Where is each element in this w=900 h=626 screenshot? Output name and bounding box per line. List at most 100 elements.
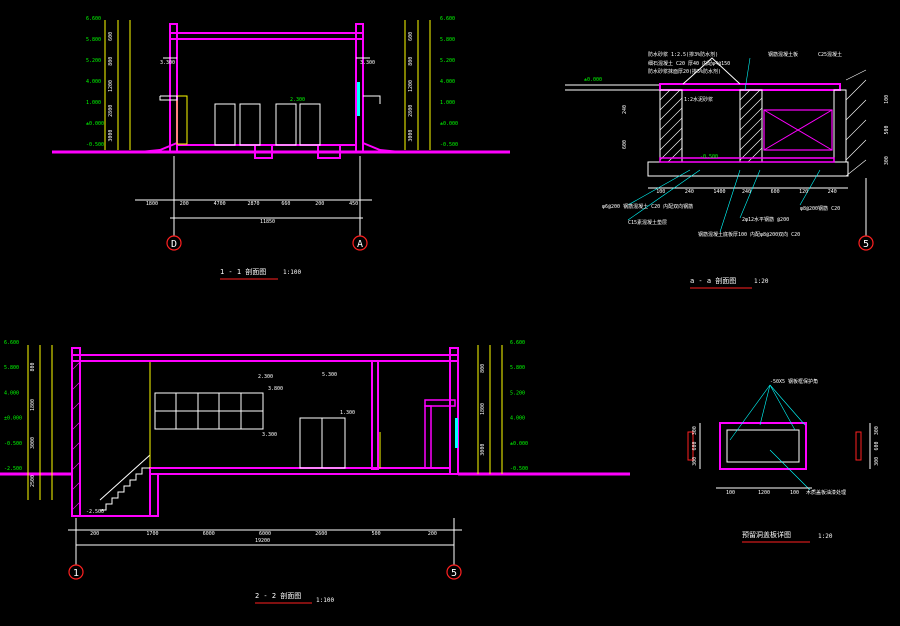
a-note-9: 2φ12水平钢筋 @200 <box>742 216 789 223</box>
s2-axis-bubble-1 <box>68 564 84 580</box>
secA-dim-left-1: 600 <box>622 140 628 149</box>
sec1-level-right-0: 6.600 <box>440 16 455 22</box>
sec2-vdim-right-0: 800 <box>480 364 486 373</box>
sec1-vdim-right-3: 2800 <box>408 105 414 117</box>
sec1-vdim-left-0: 600 <box>108 32 114 41</box>
a-note-2: 细石混凝土 C20 厚40 内配φ4@150 <box>648 60 730 67</box>
secA-dim-6: 240 <box>828 189 837 195</box>
sec1-level-right-2: 5.200 <box>440 58 455 64</box>
detail-side-right-1: 600 <box>874 441 880 450</box>
section-a-title: a - a 剖面图 <box>690 276 736 285</box>
left-elevation-marks <box>104 20 131 150</box>
sec1-level-left-0: 6.600 <box>86 16 101 22</box>
sec1-vdim-left-2: 1200 <box>108 80 114 92</box>
a-note-7: C15素混凝土垫层 <box>628 219 667 226</box>
s2-window-grid <box>154 392 264 430</box>
a-note-6: φ6@200 钢筋混凝土 C20 内配双向钢筋 <box>602 203 693 210</box>
detail-dim-1: 1200 <box>758 490 770 496</box>
pit-1 <box>254 145 273 159</box>
section-1-scale: 1:100 <box>283 269 301 276</box>
s2-stair-rail <box>99 454 151 501</box>
sec2-level-right-5: -0.500 <box>510 466 528 472</box>
a-level-left: ±0.000 <box>584 77 602 83</box>
detail-side-mark-left <box>687 431 694 461</box>
a-leaders <box>627 57 821 233</box>
sec2-dim-3: 6000 <box>259 531 271 537</box>
sec2-dim-5: 500 <box>372 531 381 537</box>
sec2-inner-2: 1.300 <box>340 410 355 416</box>
sec1-vdim-right-0: 600 <box>408 32 414 41</box>
sec2-dim-0: 200 <box>90 531 99 537</box>
a-base-slab-magenta <box>659 157 835 163</box>
detail-title: 预留洞盖板详图 <box>742 530 791 539</box>
s2-roof <box>71 354 459 362</box>
sec2-level-right-3: 4.000 <box>510 416 525 422</box>
s2-axis-bubble-5 <box>446 564 462 580</box>
secA-dim-2: 1400 <box>713 189 725 195</box>
axis-label-a: A <box>357 239 363 250</box>
a-axis-bubble <box>858 235 874 251</box>
door-1 <box>214 103 236 146</box>
sec2-dim-4: 2600 <box>315 531 327 537</box>
a-axis-label: 5 <box>863 239 869 250</box>
s2-axis-label-5: 5 <box>451 568 457 579</box>
a-inner-label: -0.500 <box>700 154 718 160</box>
generated-labels: 6.6005.8005.2004.0001.000±0.000-0.5006.6… <box>4 16 890 544</box>
s2-basement-wall <box>149 473 159 517</box>
secA-dim-5: 120 <box>799 189 808 195</box>
axis-bubble-d <box>166 235 182 251</box>
sec2-level-left-3: ±0.000 <box>4 416 22 422</box>
sec2-vdim-left-3: 2500 <box>30 475 36 487</box>
detail-outer <box>719 422 807 470</box>
sec1-dim-1: 200 <box>180 201 189 207</box>
secA-note-extra: 防水砂浆抹面厚20(掺5%防水剂) <box>648 68 721 75</box>
s2-inner-wall-v <box>424 405 432 469</box>
roof-slab <box>169 32 364 40</box>
sec1-inner-1: 3.300 <box>360 60 375 66</box>
left-wall <box>169 23 178 153</box>
s2-axis-label-1: 1 <box>73 568 79 579</box>
detail-side-left-2: 300 <box>692 457 698 466</box>
sec2-inner-0: 5.300 <box>322 372 337 378</box>
s2-right-wall <box>449 347 459 475</box>
a-pit-right-wall <box>833 89 847 163</box>
sec2-vdim-right-1: 1800 <box>480 403 486 415</box>
sec1-dim-6: 450 <box>349 201 358 207</box>
sec1-inner-0: 3.300 <box>160 60 175 66</box>
section-2-2: 1 5 2 - 2 剖面图 1:100 <box>0 345 630 604</box>
secA-dim-4: 600 <box>771 189 780 195</box>
sec2-inner-5: -2.500 <box>86 509 104 515</box>
detail-side-right-0: 300 <box>874 426 880 435</box>
detail-side-left-1: 600 <box>692 441 698 450</box>
sec2-level-right-0: 6.600 <box>510 340 525 346</box>
a-note-5: C25混凝土 <box>818 51 842 58</box>
sec2-vdim-left-0: 800 <box>30 362 36 371</box>
sec1-dim-4: 660 <box>281 201 290 207</box>
canopy-right <box>363 95 381 104</box>
sec1-vdim-left-3: 2800 <box>108 105 114 117</box>
a-inner-box <box>763 109 833 151</box>
sec1-vdim-left-4: 3000 <box>108 130 114 142</box>
sec1-level-left-1: 5.800 <box>86 37 101 43</box>
sec2-level-left-5: -2.500 <box>4 466 22 472</box>
section-2-title: 2 - 2 剖面图 <box>255 591 301 600</box>
s2-floor <box>149 467 451 475</box>
secA-dim-right-0: 100 <box>884 95 890 104</box>
sec2-dim-1: 1700 <box>146 531 158 537</box>
axis-label-d: D <box>171 239 177 250</box>
sec1-level-right-3: 4.000 <box>440 79 455 85</box>
sec2-inner-1: 3.800 <box>268 386 283 392</box>
a-cap <box>682 57 741 85</box>
sec2-vdim-left-2: 3000 <box>30 437 36 449</box>
detail-note-top: -50X5 钢板框保护角 <box>770 378 818 385</box>
detail-note-right: 木质盖板油漆处理 <box>806 489 846 496</box>
canopy-left <box>159 95 178 101</box>
sec1-vdim-right-4: 3000 <box>408 130 414 142</box>
a-note-3: 1:2水泥砂浆 <box>684 96 713 103</box>
sec1-level-left-6: -0.500 <box>86 142 104 148</box>
door-4 <box>299 103 321 146</box>
s2-stair <box>100 467 150 511</box>
sec2-vdim-right-2: 3000 <box>480 444 486 456</box>
door-3 <box>275 103 297 146</box>
